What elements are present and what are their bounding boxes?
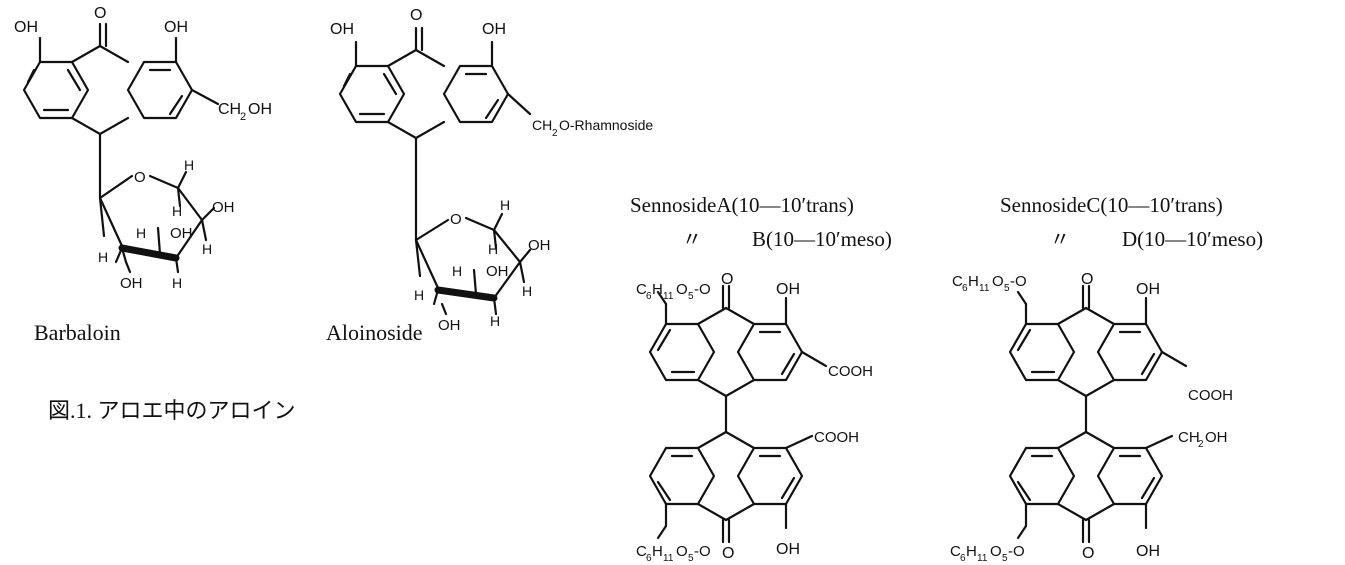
senno-cd-sugar-bot-5: 5 — [1002, 553, 1008, 564]
senno-cd-sugar-bot-h: H — [966, 543, 977, 560]
aloinoside-h-5: H — [414, 287, 424, 303]
senno-cd-sugar-top-link: -O — [1010, 273, 1027, 290]
senno-ab-sugar-bot-6: 6 — [646, 553, 652, 564]
barbaloin-oh-right: OH — [164, 19, 188, 36]
senno-cd-oh-bottom: OH — [1136, 543, 1160, 560]
senno-cd-sugar-top-5: 5 — [1004, 283, 1010, 294]
senno-ab-sugar-top-h: H — [652, 281, 663, 298]
aloinoside-oh-sugar-1: OH — [528, 237, 551, 254]
sennoside-ab-structure — [648, 284, 828, 544]
senno-cd-ch2oh-2: 2 — [1198, 439, 1204, 450]
senno-ab-o-top: O — [721, 271, 733, 288]
senno-ab-cooh-top: COOH — [828, 363, 873, 380]
senno-ab-sugar-top-11: 11 — [663, 291, 674, 302]
senno-ab-oh-bottom: OH — [776, 541, 800, 558]
senno-cd-o-bottom: O — [1082, 545, 1094, 562]
barbaloin-structure — [22, 22, 220, 274]
aloinoside-h-3: H — [522, 283, 532, 299]
sennoside-d-ditto: 〃 — [1050, 229, 1070, 251]
sennoside-b-ditto: 〃 — [682, 229, 702, 251]
senno-cd-sugar-top-11: 11 — [979, 283, 990, 294]
barbaloin-ch2oh-ch: CH — [218, 101, 241, 118]
senno-cd-sugar-bot-11: 11 — [977, 553, 988, 564]
senno-cd-sugar-bot-o: O — [990, 543, 1002, 560]
senno-cd-sugar-top-c: C — [952, 273, 963, 290]
barbaloin-h-2: H — [172, 203, 182, 219]
senno-cd-ch2oh-ch: CH — [1178, 429, 1200, 446]
aloinoside-oh-right: OH — [482, 21, 506, 38]
barbaloin-h-6: H — [172, 275, 182, 291]
sennoside-c-label: SennosideC(10—10′trans) — [1000, 193, 1223, 217]
aloinoside-ch2-sub2: 2 — [552, 128, 558, 139]
aloinoside-h-6: H — [490, 313, 500, 329]
aloinoside-ch2-ch: CH — [532, 117, 552, 133]
aloinoside-h-1: H — [500, 197, 510, 213]
barbaloin-ring-o: O — [134, 169, 146, 186]
sennoside-a-label: SennosideA(10—10′trans) — [630, 193, 854, 217]
sennoside-b-label: B(10—10′meso) — [752, 227, 892, 251]
aloinoside-label: Aloinoside — [326, 320, 423, 345]
barbaloin-oh-sugar-2: OH — [170, 225, 193, 242]
barbaloin-h-4: H — [136, 225, 146, 241]
senno-ab-sugar-bot-h: H — [652, 543, 663, 560]
senno-ab-o-bottom: O — [722, 545, 734, 562]
senno-cd-sugar-top-o: O — [992, 273, 1004, 290]
senno-cd-o-top: O — [1081, 271, 1093, 288]
senno-ab-sugar-bot-c: C — [636, 543, 647, 560]
senno-ab-sugar-bot-link: -O — [694, 543, 711, 560]
aloinoside-oh-left: OH — [330, 21, 354, 38]
senno-ab-sugar-top-link: -O — [694, 281, 711, 298]
barbaloin-oh-sugar-1: OH — [212, 199, 235, 216]
barbaloin-ch2oh-sub2: 2 — [240, 111, 246, 123]
sennoside-cd-structure — [1008, 284, 1188, 544]
senno-ab-sugar-top-o: O — [676, 281, 688, 298]
senno-cd-sugar-bot-c: C — [950, 543, 961, 560]
barbaloin-h-3: H — [202, 241, 212, 257]
barbaloin-o-carbonyl: O — [94, 5, 106, 22]
barbaloin-ch2oh-oh: OH — [248, 101, 272, 118]
aloinoside-h-4: H — [452, 263, 462, 279]
senno-cd-oh-top: OH — [1136, 281, 1160, 298]
aloinoside-oh-bottom: OH — [438, 317, 461, 334]
aloinoside-ring-o: O — [450, 211, 462, 228]
barbaloin-h-1: H — [184, 157, 194, 173]
aloinoside-o-carbonyl: O — [410, 7, 422, 24]
senno-cd-sugar-top-h: H — [968, 273, 979, 290]
barbaloin-oh-bottom: OH — [120, 275, 143, 292]
aloinoside-rhamnoside: O-Rhamnoside — [559, 117, 653, 133]
senno-cd-ch2oh-oh: OH — [1205, 429, 1228, 446]
senno-cd-sugar-top-6: 6 — [962, 283, 968, 294]
senno-ab-sugar-top-6: 6 — [646, 291, 652, 302]
figure-caption: 図.1. アロエ中のアロイン — [48, 398, 296, 423]
senno-ab-sugar-bot-o: O — [676, 543, 688, 560]
senno-ab-cooh-bottom: COOH — [814, 429, 859, 446]
aloinoside-h-2: H — [488, 241, 498, 257]
barbaloin-oh-left: OH — [14, 19, 38, 36]
senno-cd-sugar-bot-link: -O — [1008, 543, 1025, 560]
barbaloin-label: Barbaloin — [34, 320, 121, 345]
senno-cd-cooh: COOH — [1188, 387, 1233, 404]
senno-ab-sugar-bot-5: 5 — [688, 553, 694, 564]
senno-cd-sugar-bot-6: 6 — [960, 553, 966, 564]
senno-ab-sugar-bot-11: 11 — [663, 553, 674, 564]
aloinoside-oh-sugar-2: OH — [486, 263, 509, 280]
senno-ab-oh-top: OH — [776, 281, 800, 298]
aloinoside-structure — [338, 26, 532, 316]
senno-ab-sugar-top-5: 5 — [688, 291, 694, 302]
sennoside-d-label: D(10—10′meso) — [1122, 227, 1263, 251]
senno-ab-sugar-top-c: C — [636, 281, 647, 298]
barbaloin-h-5: H — [98, 249, 108, 265]
